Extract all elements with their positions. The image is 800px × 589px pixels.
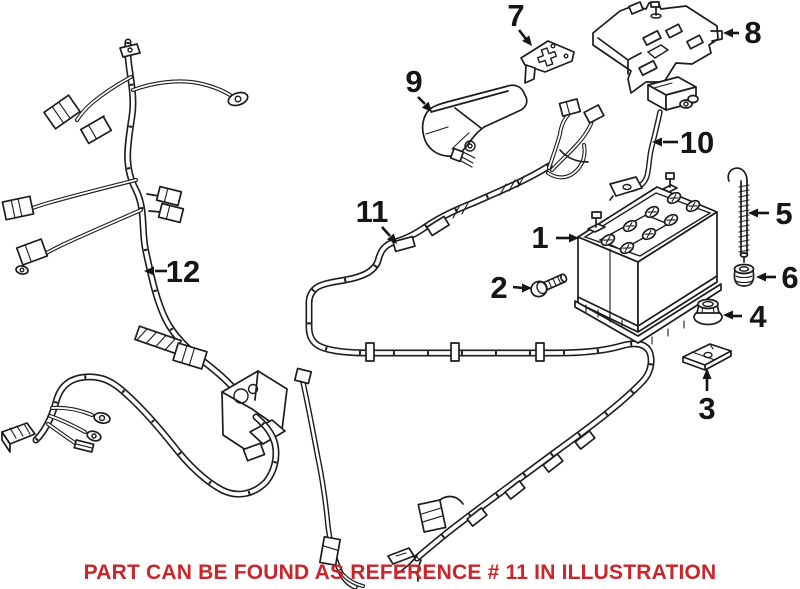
spade-terminal (73, 439, 95, 453)
callout-5: 5 (748, 196, 793, 231)
cable-foot (609, 176, 643, 197)
connector (43, 94, 81, 130)
ring-terminal (86, 430, 102, 442)
bracket-illustration (682, 343, 732, 371)
wiring-harness-12-illustration (1, 42, 365, 587)
connector (558, 98, 582, 117)
ring-terminal (227, 91, 249, 107)
nut-illustration (693, 298, 723, 326)
battery-cable-illustration (609, 76, 699, 201)
callout-1: 1 (531, 220, 579, 255)
callout-label-6: 6 (781, 260, 798, 295)
callout-8: 8 (723, 15, 762, 50)
grommet-illustration (733, 263, 755, 287)
callout-label-7: 7 (507, 0, 524, 33)
battery-terminal (587, 211, 606, 233)
connector (319, 535, 341, 567)
ring-terminal (93, 411, 111, 425)
connector (1, 422, 36, 453)
connector (79, 115, 113, 145)
callout-11: 11 (356, 194, 397, 244)
callout-label-3: 3 (698, 391, 715, 426)
battery-cell-caps (600, 191, 701, 255)
callout-label-12: 12 (166, 254, 200, 289)
ring-terminal (15, 265, 29, 275)
callout-label-1: 1 (531, 220, 548, 255)
connector (155, 185, 183, 207)
callout-10: 10 (652, 125, 714, 160)
hold-down-rod-illustration (727, 167, 750, 263)
connector (417, 499, 447, 533)
callout-label-5: 5 (775, 196, 792, 231)
callout-9: 9 (405, 64, 432, 112)
callout-label-8: 8 (744, 15, 761, 50)
cross-cutout (536, 47, 558, 67)
harness-clip (293, 367, 313, 385)
callout-6: 6 (756, 260, 799, 295)
callout-label-9: 9 (405, 64, 422, 99)
callout-7: 7 (507, 0, 532, 46)
callout-3: 3 (698, 368, 716, 426)
terminal-plate-illustration (520, 40, 575, 84)
battery-illustration (574, 172, 722, 345)
connector (583, 104, 605, 124)
connector (172, 342, 208, 370)
blade-terminal (387, 547, 415, 565)
callout-label-4: 4 (749, 299, 767, 334)
callout-12: 12 (144, 254, 200, 289)
connector (1, 195, 35, 221)
connector (157, 202, 185, 224)
bolt-illustration (530, 273, 568, 298)
connector (15, 238, 49, 266)
wiring-harness-11-illustration (309, 98, 651, 582)
reference-note: PART CAN BE FOUND AS REFERENCE # 11 IN I… (83, 561, 717, 584)
callout-4: 4 (723, 299, 767, 334)
callout-label-11: 11 (356, 194, 389, 229)
harness-clip (119, 43, 141, 58)
battery-tray-cover-illustration (592, 1, 723, 94)
callout-2: 2 (490, 270, 532, 305)
battery-terminal (662, 172, 678, 193)
callout-label-10: 10 (680, 125, 714, 160)
callout-label-2: 2 (490, 270, 507, 305)
terminal-cover-illustration (421, 84, 528, 168)
